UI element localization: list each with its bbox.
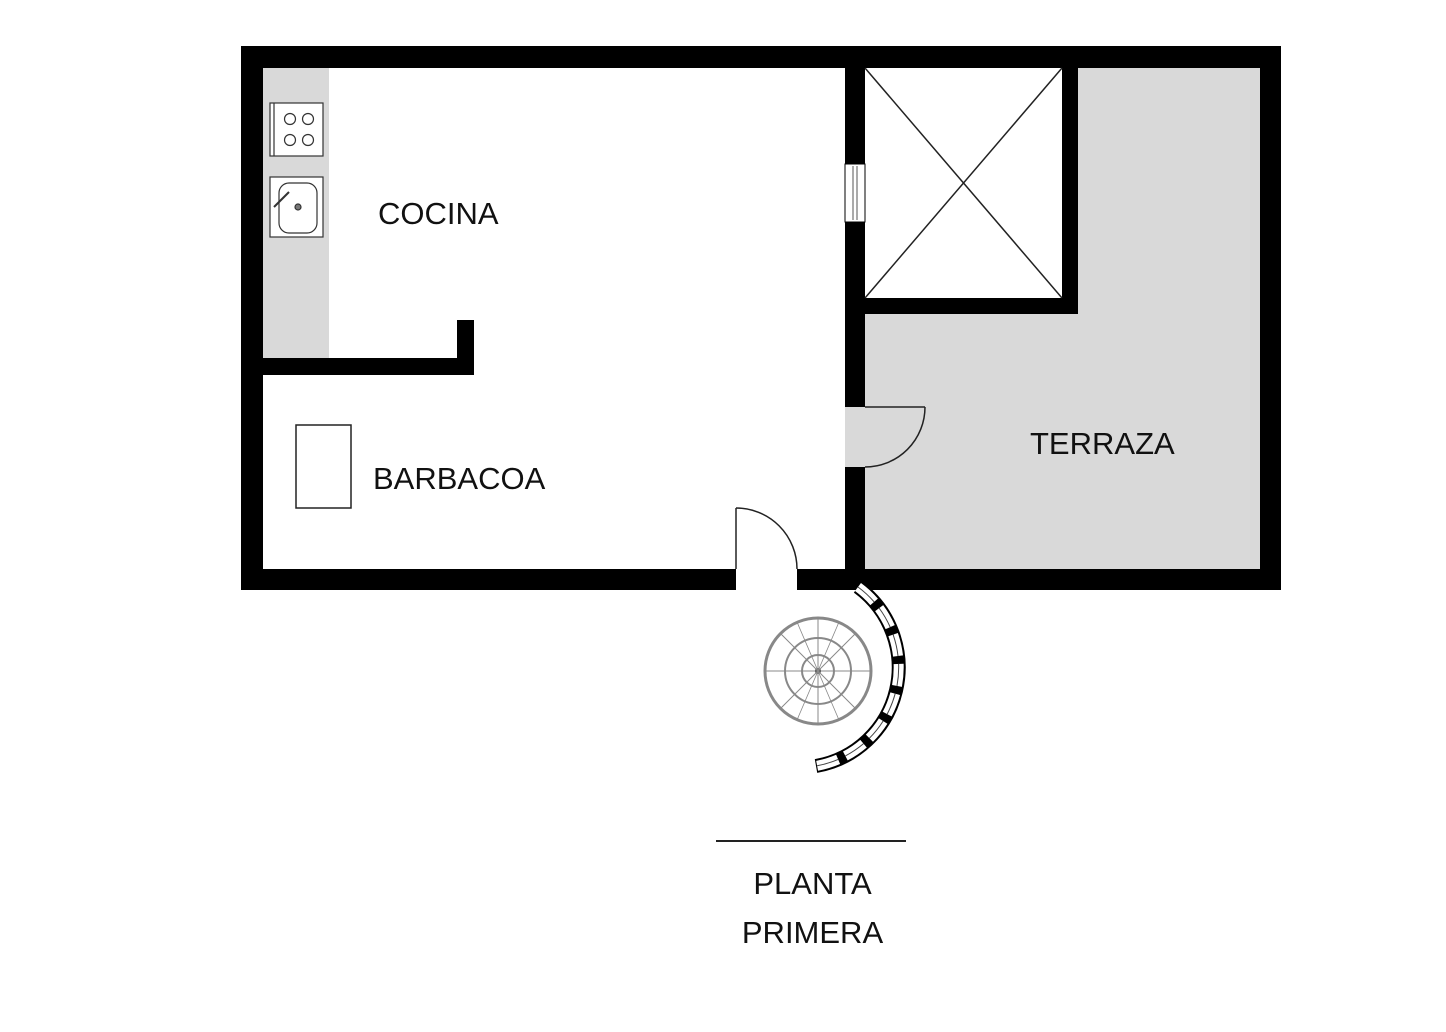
sink-icon bbox=[269, 176, 324, 238]
void-cross-icon bbox=[864, 67, 1063, 299]
walls bbox=[241, 46, 1281, 590]
plan-title-line1: PLANTA bbox=[753, 866, 872, 901]
curved-railing bbox=[814, 581, 906, 773]
terrace-door bbox=[864, 406, 926, 468]
room-label-barbacoa: BARBACOA bbox=[373, 461, 546, 496]
window bbox=[844, 163, 866, 223]
door-threshold bbox=[845, 407, 865, 467]
plan-title-line2: PRIMERA bbox=[741, 915, 884, 950]
spiral-staircase-icon bbox=[763, 616, 873, 726]
room-label-cocina: COCINA bbox=[378, 196, 499, 231]
cooktop-icon bbox=[269, 102, 324, 157]
room-label-terraza: TERRAZA bbox=[1030, 426, 1175, 461]
entrance-door bbox=[735, 507, 798, 570]
barbecue-icon bbox=[295, 424, 352, 509]
